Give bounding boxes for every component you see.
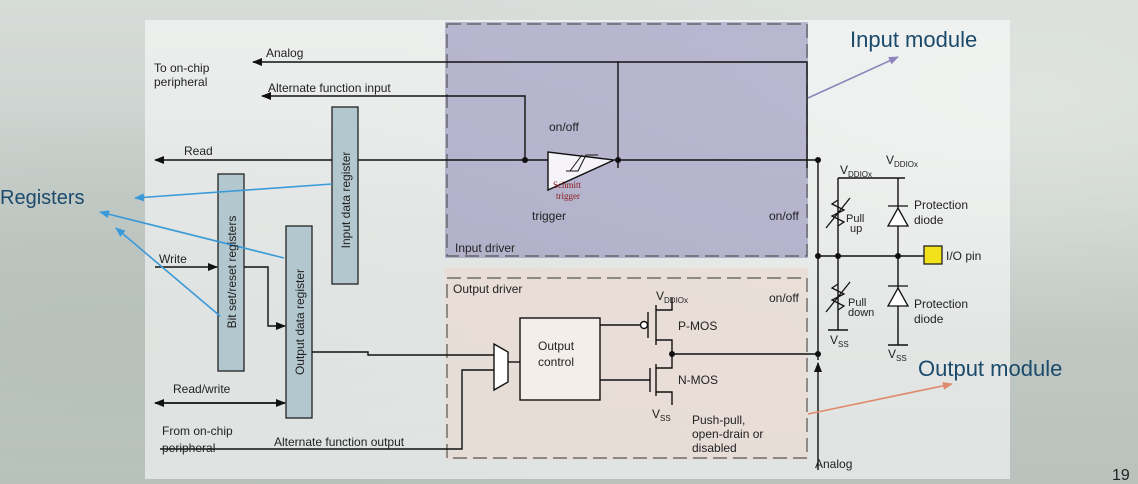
analog-label: Analog — [266, 46, 303, 60]
protection-bottom-label-2: diode — [914, 312, 944, 326]
write-label: Write — [159, 252, 187, 266]
io-pin-label: I/O pin — [946, 249, 981, 263]
output-module-annotation: Output module — [918, 356, 1062, 381]
output-mode-label-2: open-drain or — [692, 427, 763, 441]
vss-left-label: VSS — [830, 333, 849, 349]
registers-annotation: Registers — [0, 187, 84, 209]
from-onchip-label-2: peripheral — [162, 441, 215, 455]
io-pin-square — [924, 246, 942, 264]
input-module-annotation: Input module — [850, 27, 977, 52]
protection-bottom-label-1: Protection — [914, 297, 968, 311]
alt-function-input-label: Alternate function input — [268, 81, 391, 95]
output-control-label-1: Output — [538, 339, 575, 353]
protection-diode-top — [888, 208, 908, 226]
input-onoff-label: on/off — [549, 120, 579, 134]
output-mode-label-3: disabled — [692, 441, 737, 455]
page-number: 19 — [1112, 467, 1130, 484]
output-driver-label: Output driver — [453, 282, 522, 296]
analog-bottom-label: Analog — [815, 457, 852, 471]
input-driver-label: Input driver — [455, 241, 515, 255]
input-module-region — [445, 22, 808, 258]
schmitt-label-1: Schmitt — [553, 180, 582, 190]
from-onchip-label-1: From on-chip — [162, 424, 233, 438]
bsrr-to-odr — [244, 267, 285, 326]
output-mode-label-1: Push-pull, — [692, 413, 745, 427]
to-onchip-label-1: To on-chip — [154, 61, 210, 75]
vss-right-label: VSS — [888, 347, 907, 363]
vddiox-left-label: VDDIOx — [840, 163, 872, 179]
read-label: Read — [184, 144, 213, 158]
protection-top-label-2: diode — [914, 213, 944, 227]
input-data-register-label: Input data register — [339, 152, 353, 249]
output-mux — [494, 344, 508, 390]
pull-down-label-2: down — [848, 307, 874, 319]
bit-set-reset-label: Bit set/reset registers — [225, 216, 239, 329]
output-onoff-label: on/off — [769, 291, 799, 305]
nmos-label: N-MOS — [678, 373, 718, 387]
alt-function-output-label: Alternate function output — [274, 435, 405, 449]
vddiox-right-label: VDDIOx — [886, 153, 918, 169]
trigger-label: trigger — [532, 209, 566, 223]
schmitt-label-2: trigger — [556, 191, 580, 201]
pull-up-label-2: up — [850, 223, 862, 235]
output-module-arrow — [808, 384, 952, 414]
registers-arrow-3 — [116, 228, 220, 316]
protection-diode-bottom — [888, 288, 908, 306]
input-right-onoff-label: on/off — [769, 209, 799, 223]
output-data-register-label: Output data register — [293, 269, 307, 375]
output-control-label-2: control — [538, 355, 574, 369]
read-write-label: Read/write — [173, 382, 231, 396]
pmos-gate-bubble — [641, 322, 648, 329]
registers-arrow-2 — [100, 212, 284, 258]
to-onchip-label-2: peripheral — [154, 75, 207, 89]
protection-top-label-1: Protection — [914, 198, 968, 212]
input-module-arrow — [808, 57, 898, 98]
pmos-label: P-MOS — [678, 319, 717, 333]
